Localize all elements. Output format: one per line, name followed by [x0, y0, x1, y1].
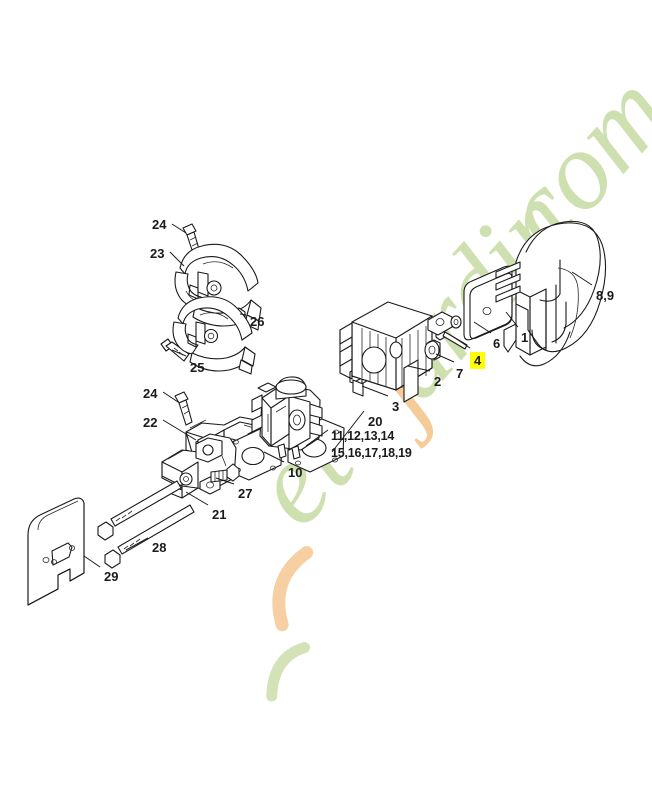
callout-label-c1114: 11,12,13,14 — [331, 429, 395, 443]
callout-label-c20: 20 — [368, 414, 383, 429]
callout-label-c89: 8,9 — [596, 288, 615, 303]
part-seal-6 — [427, 311, 462, 336]
callout-label-c23: 23 — [150, 246, 165, 261]
callout-label-c7: 7 — [456, 366, 464, 381]
callout-label-c6: 6 — [493, 336, 501, 351]
part-handle-bracket-lower — [172, 296, 256, 375]
callout-label-c29: 29 — [104, 569, 119, 584]
part-heat-shield-29 — [27, 497, 85, 606]
part-long-screw-28b — [104, 504, 195, 569]
callout-label-c10: 10 — [288, 465, 303, 480]
callout-label-c25: 25 — [190, 360, 205, 375]
part-bolt-24-lower — [174, 391, 193, 426]
callout-label-c24a: 24 — [152, 217, 167, 232]
callout-label-c26: 26 — [250, 314, 265, 329]
part-bolt-27 — [210, 463, 240, 483]
part-grommet-7 — [424, 339, 441, 361]
callout-label-c24b: 24 — [143, 386, 158, 401]
part-filter-cover-89 — [495, 220, 607, 367]
callout-label-c28: 28 — [152, 540, 167, 555]
callout-label-c21: 21 — [212, 507, 227, 522]
callout-label-c1519: 15,16,17,18,19 — [331, 446, 412, 460]
part-filter-base-2 — [339, 301, 433, 403]
callout-label-c2: 2 — [434, 374, 442, 389]
part-long-screw-28a — [97, 480, 182, 541]
callout-label-c3: 3 — [392, 399, 400, 414]
callout-label-c4: 4 — [470, 352, 486, 369]
part-carburetor-assembly — [251, 376, 323, 460]
callout-label-c27: 27 — [238, 486, 253, 501]
callout-label-c1: 1 — [521, 330, 529, 345]
callout-label-c22: 22 — [143, 415, 158, 430]
